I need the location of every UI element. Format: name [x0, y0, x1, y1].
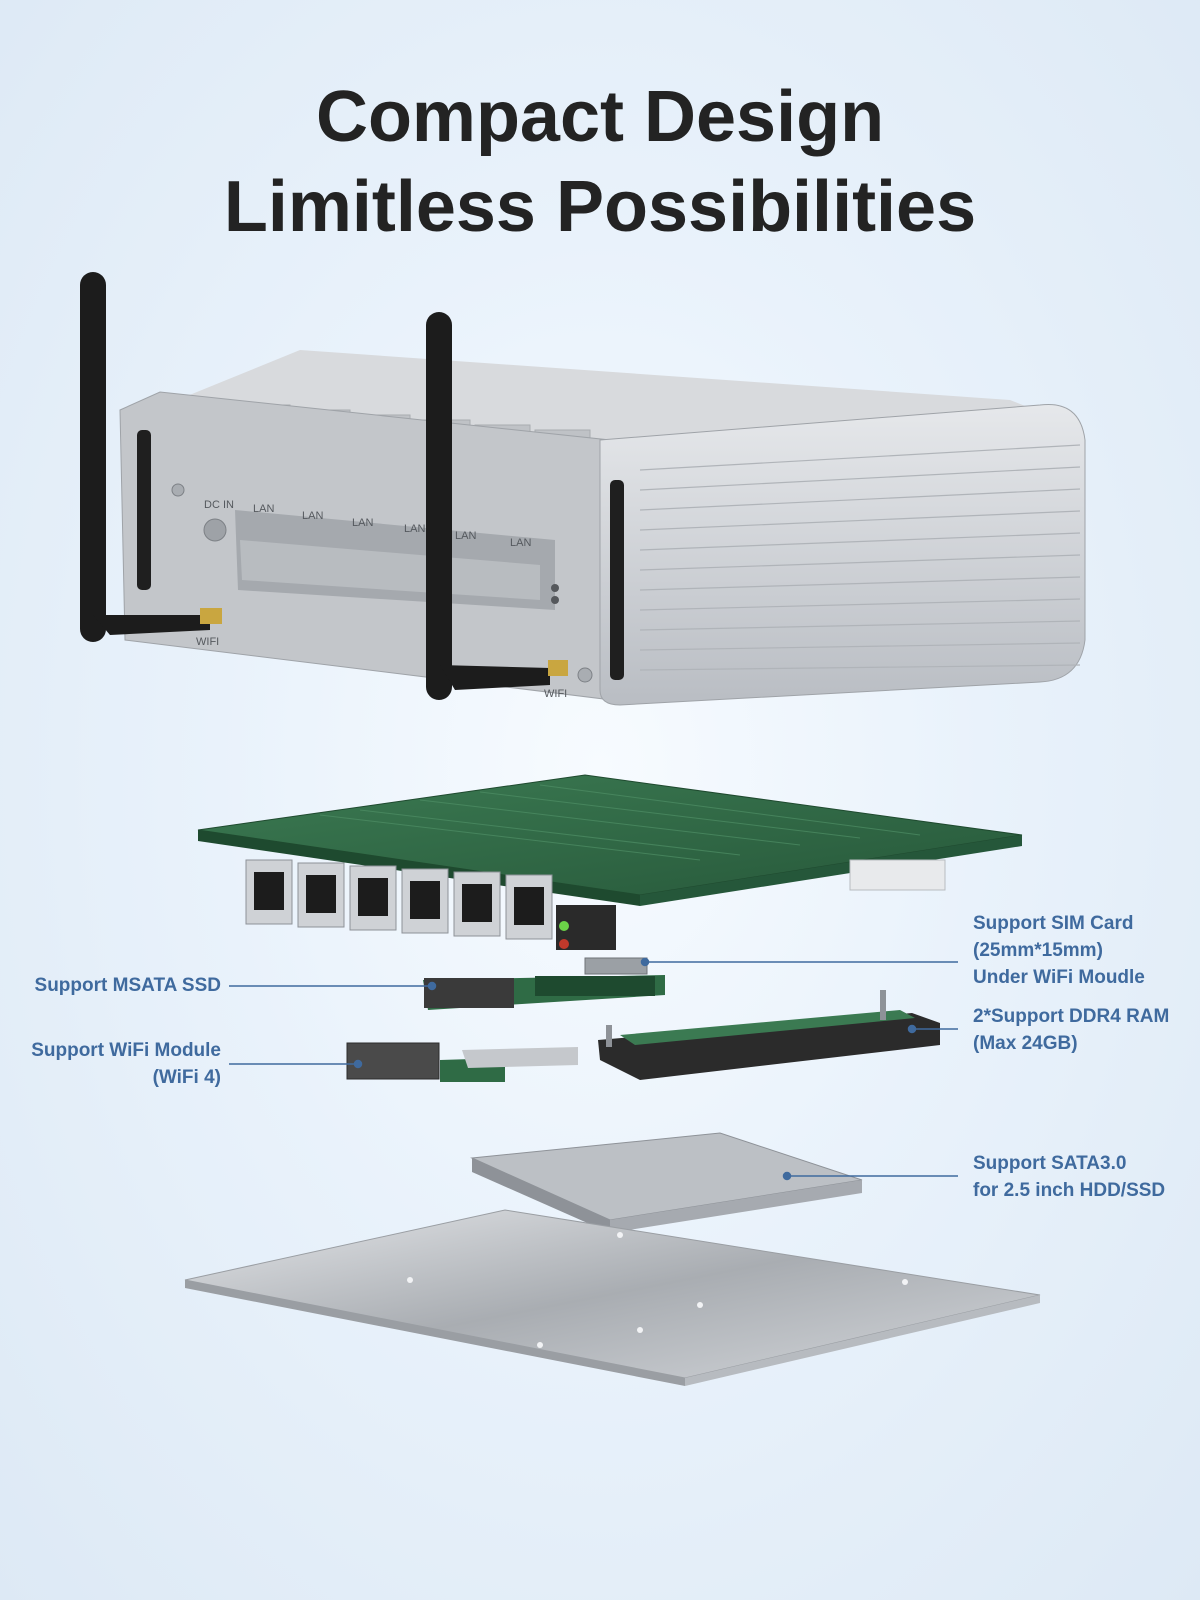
lan-label: LAN	[253, 503, 274, 515]
callout-line: Under WiFi Moudle	[973, 967, 1145, 988]
callout-line: for 2.5 inch HDD/SSD	[973, 1180, 1166, 1201]
wifi-port-label: WIFI	[196, 636, 219, 648]
callout-line: Support SATA3.0	[973, 1153, 1127, 1174]
ddr4-ram-callout: 2*Support DDR4 RAM (Max 24GB)	[973, 1003, 1169, 1057]
callout-line: Support MSATA SSD	[34, 975, 221, 996]
sim-slot	[584, 957, 648, 975]
callout-line: (WiFi 4)	[152, 1067, 221, 1088]
wifi-module-callout: Support WiFi Module (WiFi 4)	[20, 1037, 221, 1091]
base-plate	[184, 1209, 1041, 1386]
lan-label: LAN	[302, 510, 323, 522]
callout-line: Support SIM Card	[973, 913, 1134, 934]
ddr4-ram-slots	[598, 990, 940, 1080]
motherboard	[197, 774, 1023, 950]
lan-label: LAN	[510, 537, 531, 549]
callout-line: 2*Support DDR4 RAM	[973, 1006, 1170, 1027]
headline-line-1: Compact Design	[315, 77, 885, 157]
sata-drive	[470, 1132, 863, 1233]
msata-callout: Support MSATA SSD	[20, 972, 221, 999]
callout-line: Support WiFi Module	[31, 1040, 221, 1061]
lan-label: LAN	[352, 517, 373, 529]
enclosure	[119, 350, 1086, 706]
callout-line: (25mm*15mm)	[973, 940, 1103, 961]
dc-in-label: DC IN	[204, 499, 234, 511]
msata-ssd	[423, 975, 665, 1010]
sim-card-callout: Support SIM Card (25mm*15mm) Under WiFi …	[973, 910, 1145, 991]
headline-line-2: Limitless Possibilities	[223, 167, 977, 247]
antenna-left	[80, 272, 222, 642]
antenna-right	[426, 312, 568, 700]
sata-callout: Support SATA3.0 for 2.5 inch HDD/SSD	[973, 1150, 1165, 1204]
lan-label: LAN	[404, 523, 425, 535]
wifi-port-label: WIFI	[544, 688, 567, 700]
callout-leader-lines	[229, 957, 958, 1181]
callout-line: (Max 24GB)	[973, 1033, 1078, 1054]
lan-label: LAN	[455, 530, 476, 542]
wifi-module	[346, 1042, 578, 1082]
